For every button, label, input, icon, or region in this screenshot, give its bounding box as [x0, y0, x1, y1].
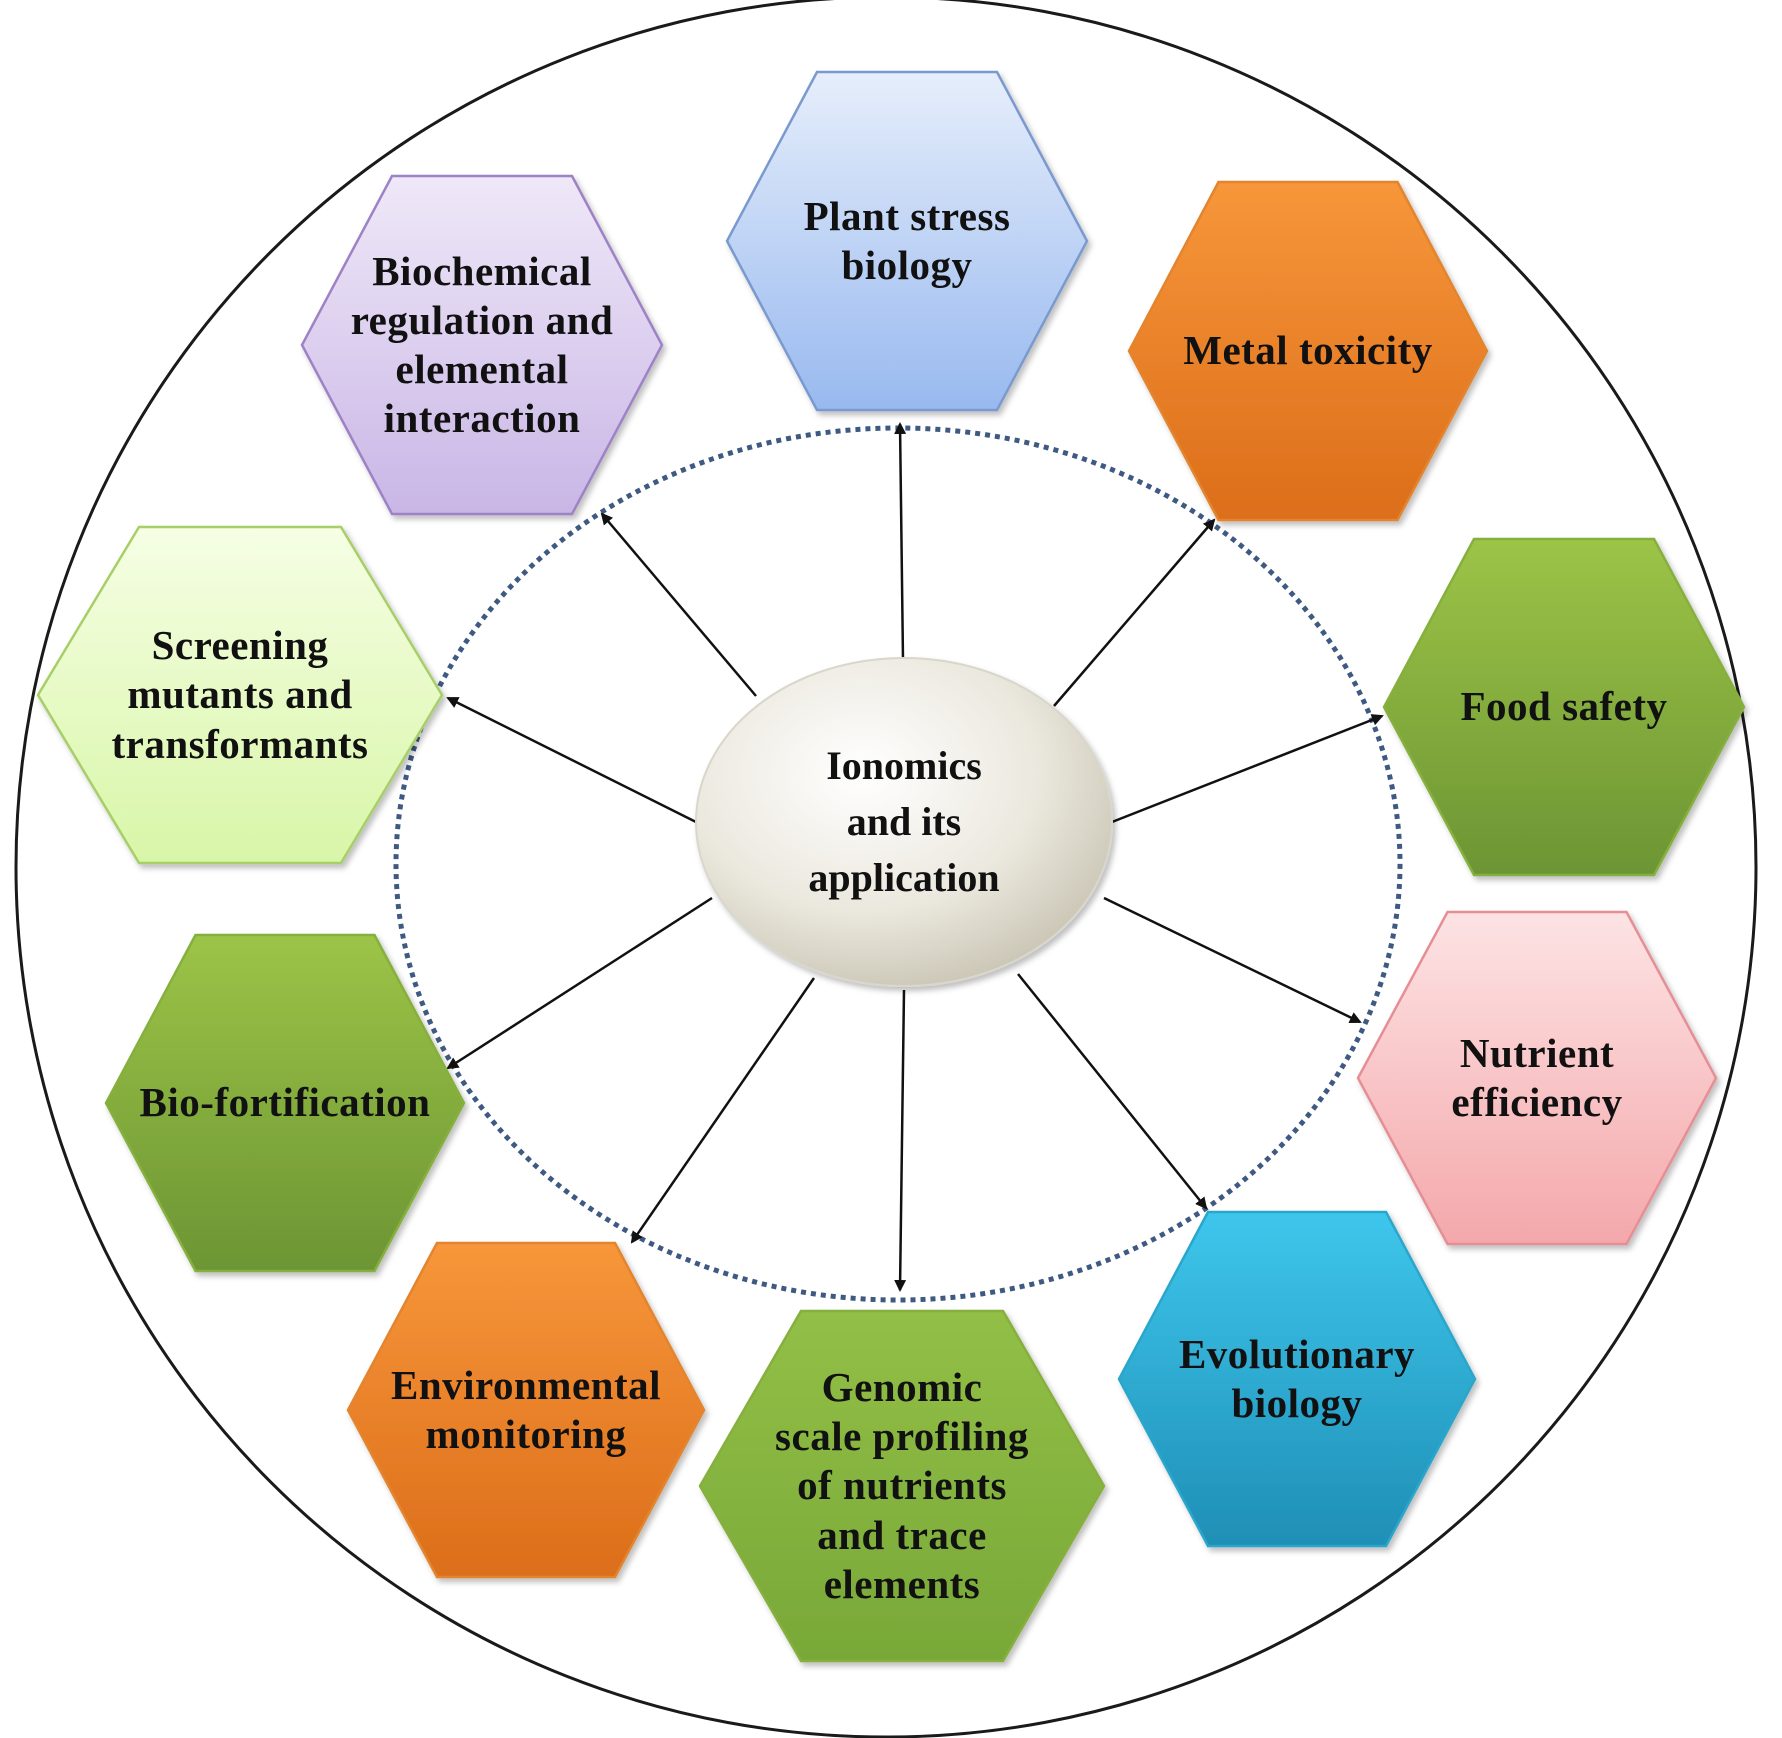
arrow-to-evolutionary-biology — [1017, 973, 1208, 1210]
hexagon-screening-mutants — [36, 525, 444, 865]
label-nutrient-efficiency: Nutrient efficiency — [1451, 1029, 1623, 1125]
arrow-to-biochemical-regulation — [600, 512, 757, 697]
label-evolutionary-biology: Evolutionary biology — [1178, 1330, 1416, 1426]
arrow-to-bio-fortification — [446, 896, 713, 1070]
arrow-to-environmental-monitoring — [630, 977, 816, 1244]
center-label: Ionomics and its application — [808, 743, 1000, 900]
label-screening-mutants: Screening mutants and transformants — [111, 622, 369, 767]
hexagon-metal-toxicity — [1127, 180, 1489, 522]
arrow-to-genomic-scale-profiling — [894, 989, 907, 1292]
label-bio-fortification: Bio-fortification — [139, 1079, 431, 1126]
hexagons-group — [36, 70, 1746, 1663]
arrow-to-plant-stress-biology — [894, 422, 907, 661]
label-plant-stress-biology: Plant stress biology — [803, 192, 1011, 288]
arrow-to-metal-toxicity — [1053, 518, 1216, 707]
arrow-to-food-safety — [1111, 714, 1384, 824]
hexagon-plant-stress-biology — [725, 70, 1089, 412]
hexagon-genomic-scale-profiling — [698, 1309, 1106, 1663]
arrow-to-screening-mutants — [446, 696, 697, 824]
label-metal-toxicity: Metal toxicity — [1183, 327, 1433, 374]
label-food-safety: Food safety — [1460, 683, 1668, 730]
label-environmental-monitoring: Environmental monitoring — [391, 1361, 661, 1457]
hexagon-biochemical-regulation — [300, 174, 664, 516]
hexagon-environmental-monitoring — [346, 1241, 706, 1579]
label-biochemical-regulation: Biochemical regulation and elemental int… — [350, 247, 614, 442]
hexagon-nutrient-efficiency — [1356, 910, 1718, 1246]
hexagon-evolutionary-biology — [1117, 1210, 1477, 1548]
arrows-group — [446, 422, 1384, 1292]
hexagon-food-safety — [1382, 537, 1746, 877]
center-ellipse — [695, 657, 1113, 987]
label-genomic-scale-profiling: Genomic scale profiling of nutrients and… — [775, 1364, 1029, 1607]
arrow-to-nutrient-efficiency — [1103, 896, 1362, 1024]
hexagon-bio-fortification — [104, 933, 466, 1273]
outer-circle — [14, 0, 1758, 1738]
